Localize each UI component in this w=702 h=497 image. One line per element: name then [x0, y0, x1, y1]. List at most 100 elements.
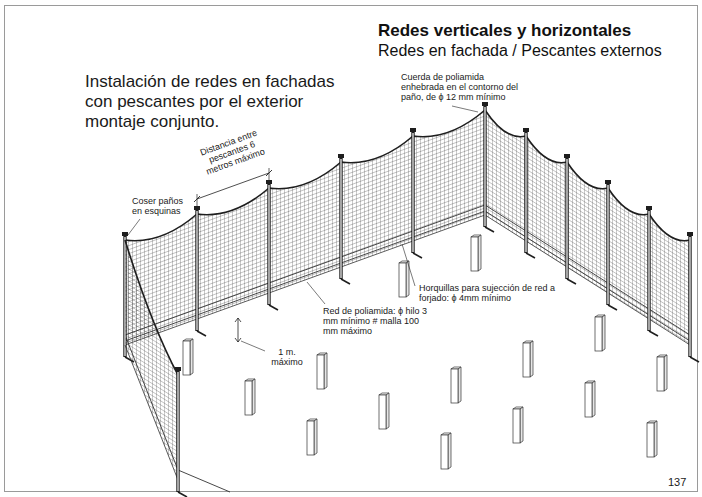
leader-line	[307, 282, 325, 304]
column	[399, 263, 406, 297]
davit-post	[267, 184, 270, 305]
column	[657, 357, 664, 391]
net-rope	[125, 240, 178, 375]
scaffold-illustration	[122, 102, 699, 497]
davit-post-core	[566, 159, 567, 278]
davit-post	[483, 106, 486, 227]
net-bottom-edge	[125, 345, 178, 480]
davit-post	[176, 371, 179, 492]
davit-post-core	[177, 372, 178, 491]
safety-net	[125, 240, 178, 480]
davit-arm	[413, 253, 422, 258]
davit-hook	[605, 180, 611, 184]
davit-hook	[523, 128, 529, 132]
column	[451, 369, 458, 403]
dimension-line	[238, 318, 239, 342]
column-side	[406, 261, 409, 297]
davit-post-core	[689, 237, 690, 356]
column	[471, 237, 478, 271]
column-side	[478, 235, 481, 271]
davit-post-core	[196, 211, 197, 330]
column-side	[592, 381, 595, 417]
column-side	[448, 433, 451, 469]
net-bottom-edge	[125, 215, 485, 345]
column-side	[190, 339, 193, 375]
column-side	[386, 393, 389, 429]
davit-hook	[564, 154, 570, 158]
column-side	[664, 355, 667, 391]
davit-arm	[608, 305, 617, 310]
leader-line	[128, 219, 140, 235]
column-side	[530, 341, 533, 377]
net-bottom-edge	[485, 215, 690, 345]
page-frame	[5, 6, 698, 492]
leader-line	[402, 244, 415, 286]
column-side	[520, 407, 523, 443]
column	[183, 341, 190, 375]
davit-post	[524, 132, 527, 253]
dimension-line	[197, 173, 269, 199]
callout-label: Horquillas para sujección de red a forja…	[418, 283, 560, 303]
davit-hook	[122, 232, 128, 236]
davit-arm	[690, 357, 699, 362]
column	[245, 381, 252, 415]
davit-post-core	[484, 107, 485, 226]
safety-net	[125, 110, 485, 345]
davit-post	[606, 184, 609, 305]
davit-arm	[197, 331, 206, 336]
davit-hook	[687, 232, 693, 236]
davit-post-core	[268, 185, 269, 304]
column-side	[324, 353, 327, 389]
column-side	[252, 379, 255, 415]
column-side	[654, 421, 657, 457]
column-side	[458, 367, 461, 403]
column	[317, 355, 324, 389]
page-title: Redes verticales y horizontales	[378, 21, 631, 41]
column	[595, 317, 602, 351]
davit-arm	[269, 305, 278, 310]
callout-label: Cuerda de poliamida enhebrada en el cont…	[400, 72, 528, 102]
davit-post	[195, 210, 198, 331]
leader-line	[241, 341, 265, 351]
section-heading: Instalación de redes en fachadas con pes…	[85, 72, 360, 132]
davit-post-core	[607, 185, 608, 304]
davit-hook	[482, 102, 488, 106]
davit-hook	[410, 128, 416, 132]
davit-post	[647, 210, 650, 331]
page-number: 137	[668, 476, 686, 489]
callout-label: Coser paños en esquinas	[131, 196, 189, 216]
column-side	[314, 419, 317, 455]
leader-line	[452, 106, 478, 112]
column	[523, 343, 530, 377]
davit-post	[339, 158, 342, 279]
page-subtitle: Redes en fachada / Pescantes externos	[378, 41, 662, 60]
davit-post-core	[340, 159, 341, 278]
net-rope	[485, 110, 690, 241]
davit-arm	[567, 279, 576, 284]
safety-net	[485, 110, 690, 345]
davit-arm	[341, 279, 350, 284]
davit-hook	[646, 206, 652, 210]
column	[513, 409, 520, 443]
column	[585, 383, 592, 417]
davit-hook	[338, 154, 344, 158]
davit-arm	[178, 492, 187, 497]
column	[647, 423, 654, 457]
davit-post	[411, 132, 414, 253]
dimension-tick	[266, 170, 272, 176]
extension-line	[197, 194, 198, 208]
davit-arm	[649, 331, 658, 336]
callout-label: Red de poliamida: ϕ hilo 3 mm mínimo # m…	[322, 306, 434, 336]
extension-line	[269, 168, 270, 182]
dimension-label: 1 m. máximo	[268, 347, 306, 367]
dimension-arrow	[235, 318, 241, 342]
davit-arm	[485, 227, 494, 232]
column-side	[602, 315, 605, 351]
dimension-label: Distancia entre pescantes 6 metros máxim…	[190, 125, 274, 180]
column	[441, 435, 448, 469]
column	[379, 395, 386, 429]
davit-post-core	[648, 211, 649, 330]
davit-post	[688, 236, 691, 357]
dimension-tick	[194, 196, 200, 202]
davit-post-core	[525, 133, 526, 252]
